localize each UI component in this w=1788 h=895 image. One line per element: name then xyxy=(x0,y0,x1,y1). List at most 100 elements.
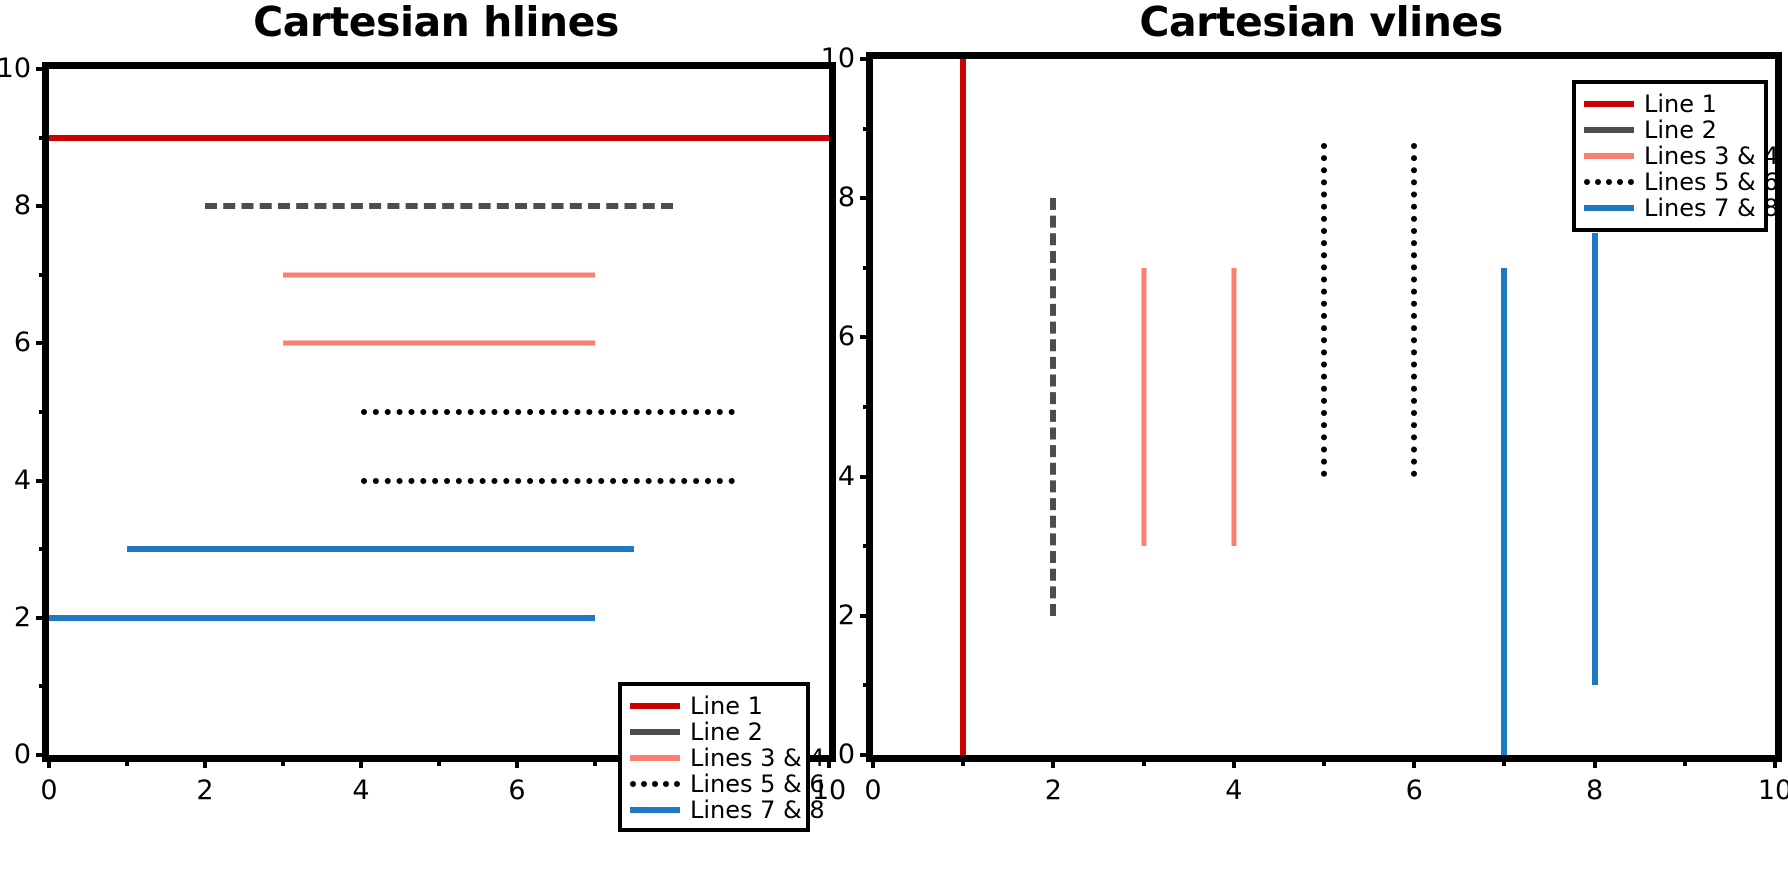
x-tick-label: 6 xyxy=(508,775,526,806)
x-tick-major xyxy=(1051,757,1056,768)
y-tick-major xyxy=(36,478,47,483)
x-tick-label: 0 xyxy=(40,775,58,806)
y-tick-label: 6 xyxy=(837,321,855,353)
x-tick-major xyxy=(1231,757,1236,768)
y-tick-minor xyxy=(39,135,48,140)
x-tick-label: 10 xyxy=(811,775,847,806)
legend-item-label: Lines 5 & 6 xyxy=(690,770,825,798)
series-line-line-6 xyxy=(1411,142,1418,477)
page-title-hlines: Cartesian hlines xyxy=(253,0,619,46)
legend-item-label: Lines 3 & 4 xyxy=(1644,142,1779,170)
series-line-line-4 xyxy=(283,340,595,346)
x-tick-major xyxy=(203,757,207,768)
x-tick-minor xyxy=(1682,757,1687,766)
series-line-line-7 xyxy=(127,546,634,553)
y-tick-minor xyxy=(39,684,48,689)
legend-item-hlines-0[interactable]: Line 1 xyxy=(630,693,796,719)
y-tick-minor xyxy=(863,544,872,549)
x-tick-label: 0 xyxy=(864,775,882,806)
legend-item-label: Line 2 xyxy=(690,718,763,746)
series-line-line-8 xyxy=(49,614,595,621)
y-tick-label: 6 xyxy=(13,327,31,359)
legend-item-vlines-1[interactable]: Line 2 xyxy=(1584,117,1754,143)
y-tick-minor xyxy=(39,272,48,277)
x-tick-major xyxy=(871,757,875,768)
x-tick-label: 4 xyxy=(1225,775,1243,806)
legend-item-label: Line 2 xyxy=(1644,116,1717,144)
series-line-line-4 xyxy=(1231,267,1237,547)
y-tick-label: 4 xyxy=(13,464,31,496)
series-line-line-6 xyxy=(361,477,736,484)
series-line-line-3 xyxy=(283,272,595,278)
legend-item-label: Lines 7 & 8 xyxy=(1644,194,1779,222)
series-line-line-3 xyxy=(1141,267,1147,547)
x-tick-label: 8 xyxy=(1586,775,1604,806)
plot-area-vlines xyxy=(873,59,1775,755)
legend-item-label: Lines 5 & 6 xyxy=(1644,168,1779,196)
series-line-line-2 xyxy=(1050,198,1057,616)
x-tick-minor xyxy=(437,757,441,766)
legend-item-label: Line 1 xyxy=(690,692,763,720)
legend-item-hlines-2[interactable]: Lines 3 & 4 xyxy=(630,745,825,771)
x-tick-major xyxy=(1412,757,1417,768)
legend-item-label: Line 1 xyxy=(1644,90,1717,118)
legend-item-vlines-2[interactable]: Lines 3 & 4 xyxy=(1584,143,1779,169)
y-tick-major xyxy=(860,335,871,340)
legend-item-hlines-4[interactable]: Lines 7 & 8 xyxy=(630,797,825,823)
legend-item-vlines-0[interactable]: Line 1 xyxy=(1584,91,1754,117)
x-tick-minor xyxy=(1502,757,1507,766)
y-tick-major xyxy=(860,753,871,757)
plot-axes-hlines xyxy=(42,62,836,762)
x-tick-major xyxy=(1592,757,1597,768)
y-tick-major xyxy=(860,196,871,201)
y-tick-label: 2 xyxy=(13,601,31,633)
legend-item-hlines-1[interactable]: Line 2 xyxy=(630,719,796,745)
y-tick-minor xyxy=(863,683,872,688)
x-tick-minor xyxy=(125,757,129,766)
legend-item-label: Lines 7 & 8 xyxy=(690,796,825,824)
y-tick-label: 0 xyxy=(837,739,855,770)
series-line-line-8 xyxy=(1591,233,1598,686)
y-tick-label: 10 xyxy=(820,43,855,74)
x-tick-minor xyxy=(593,757,597,766)
x-tick-major xyxy=(827,757,831,768)
x-tick-minor xyxy=(281,757,285,766)
y-tick-minor xyxy=(863,265,872,270)
x-tick-major xyxy=(47,757,51,768)
x-tick-label: 2 xyxy=(1044,775,1062,806)
y-tick-label: 0 xyxy=(13,739,31,770)
y-tick-label: 2 xyxy=(837,599,855,631)
y-tick-major xyxy=(36,615,47,620)
y-tick-major xyxy=(36,341,47,346)
y-tick-minor xyxy=(39,547,48,552)
y-tick-major xyxy=(36,67,47,71)
x-tick-minor xyxy=(1141,757,1146,766)
y-tick-label: 10 xyxy=(0,53,31,84)
x-tick-minor xyxy=(961,757,966,766)
y-tick-major xyxy=(860,474,871,479)
y-tick-major xyxy=(860,57,871,61)
series-line-line-1 xyxy=(960,59,967,755)
x-tick-major xyxy=(359,757,363,768)
series-line-line-5 xyxy=(361,409,736,415)
legend-item-vlines-4[interactable]: Lines 7 & 8 xyxy=(1584,195,1779,221)
x-tick-label: 4 xyxy=(352,775,370,806)
x-tick-label: 6 xyxy=(1405,775,1423,806)
legend-item-vlines-3[interactable]: Lines 5 & 6 xyxy=(1584,169,1779,195)
legend-item-label: Lines 3 & 4 xyxy=(690,744,825,772)
x-tick-major xyxy=(1773,757,1777,768)
y-tick-minor xyxy=(863,126,872,131)
y-tick-minor xyxy=(863,405,872,409)
y-tick-major xyxy=(36,204,47,209)
series-line-line-2 xyxy=(205,203,673,210)
y-tick-label: 8 xyxy=(837,182,855,214)
x-tick-minor xyxy=(1322,757,1326,766)
y-tick-label: 4 xyxy=(837,460,855,492)
legend-item-hlines-3[interactable]: Lines 5 & 6 xyxy=(630,771,825,797)
y-tick-major xyxy=(36,753,47,757)
x-tick-label: 10 xyxy=(1757,775,1788,806)
